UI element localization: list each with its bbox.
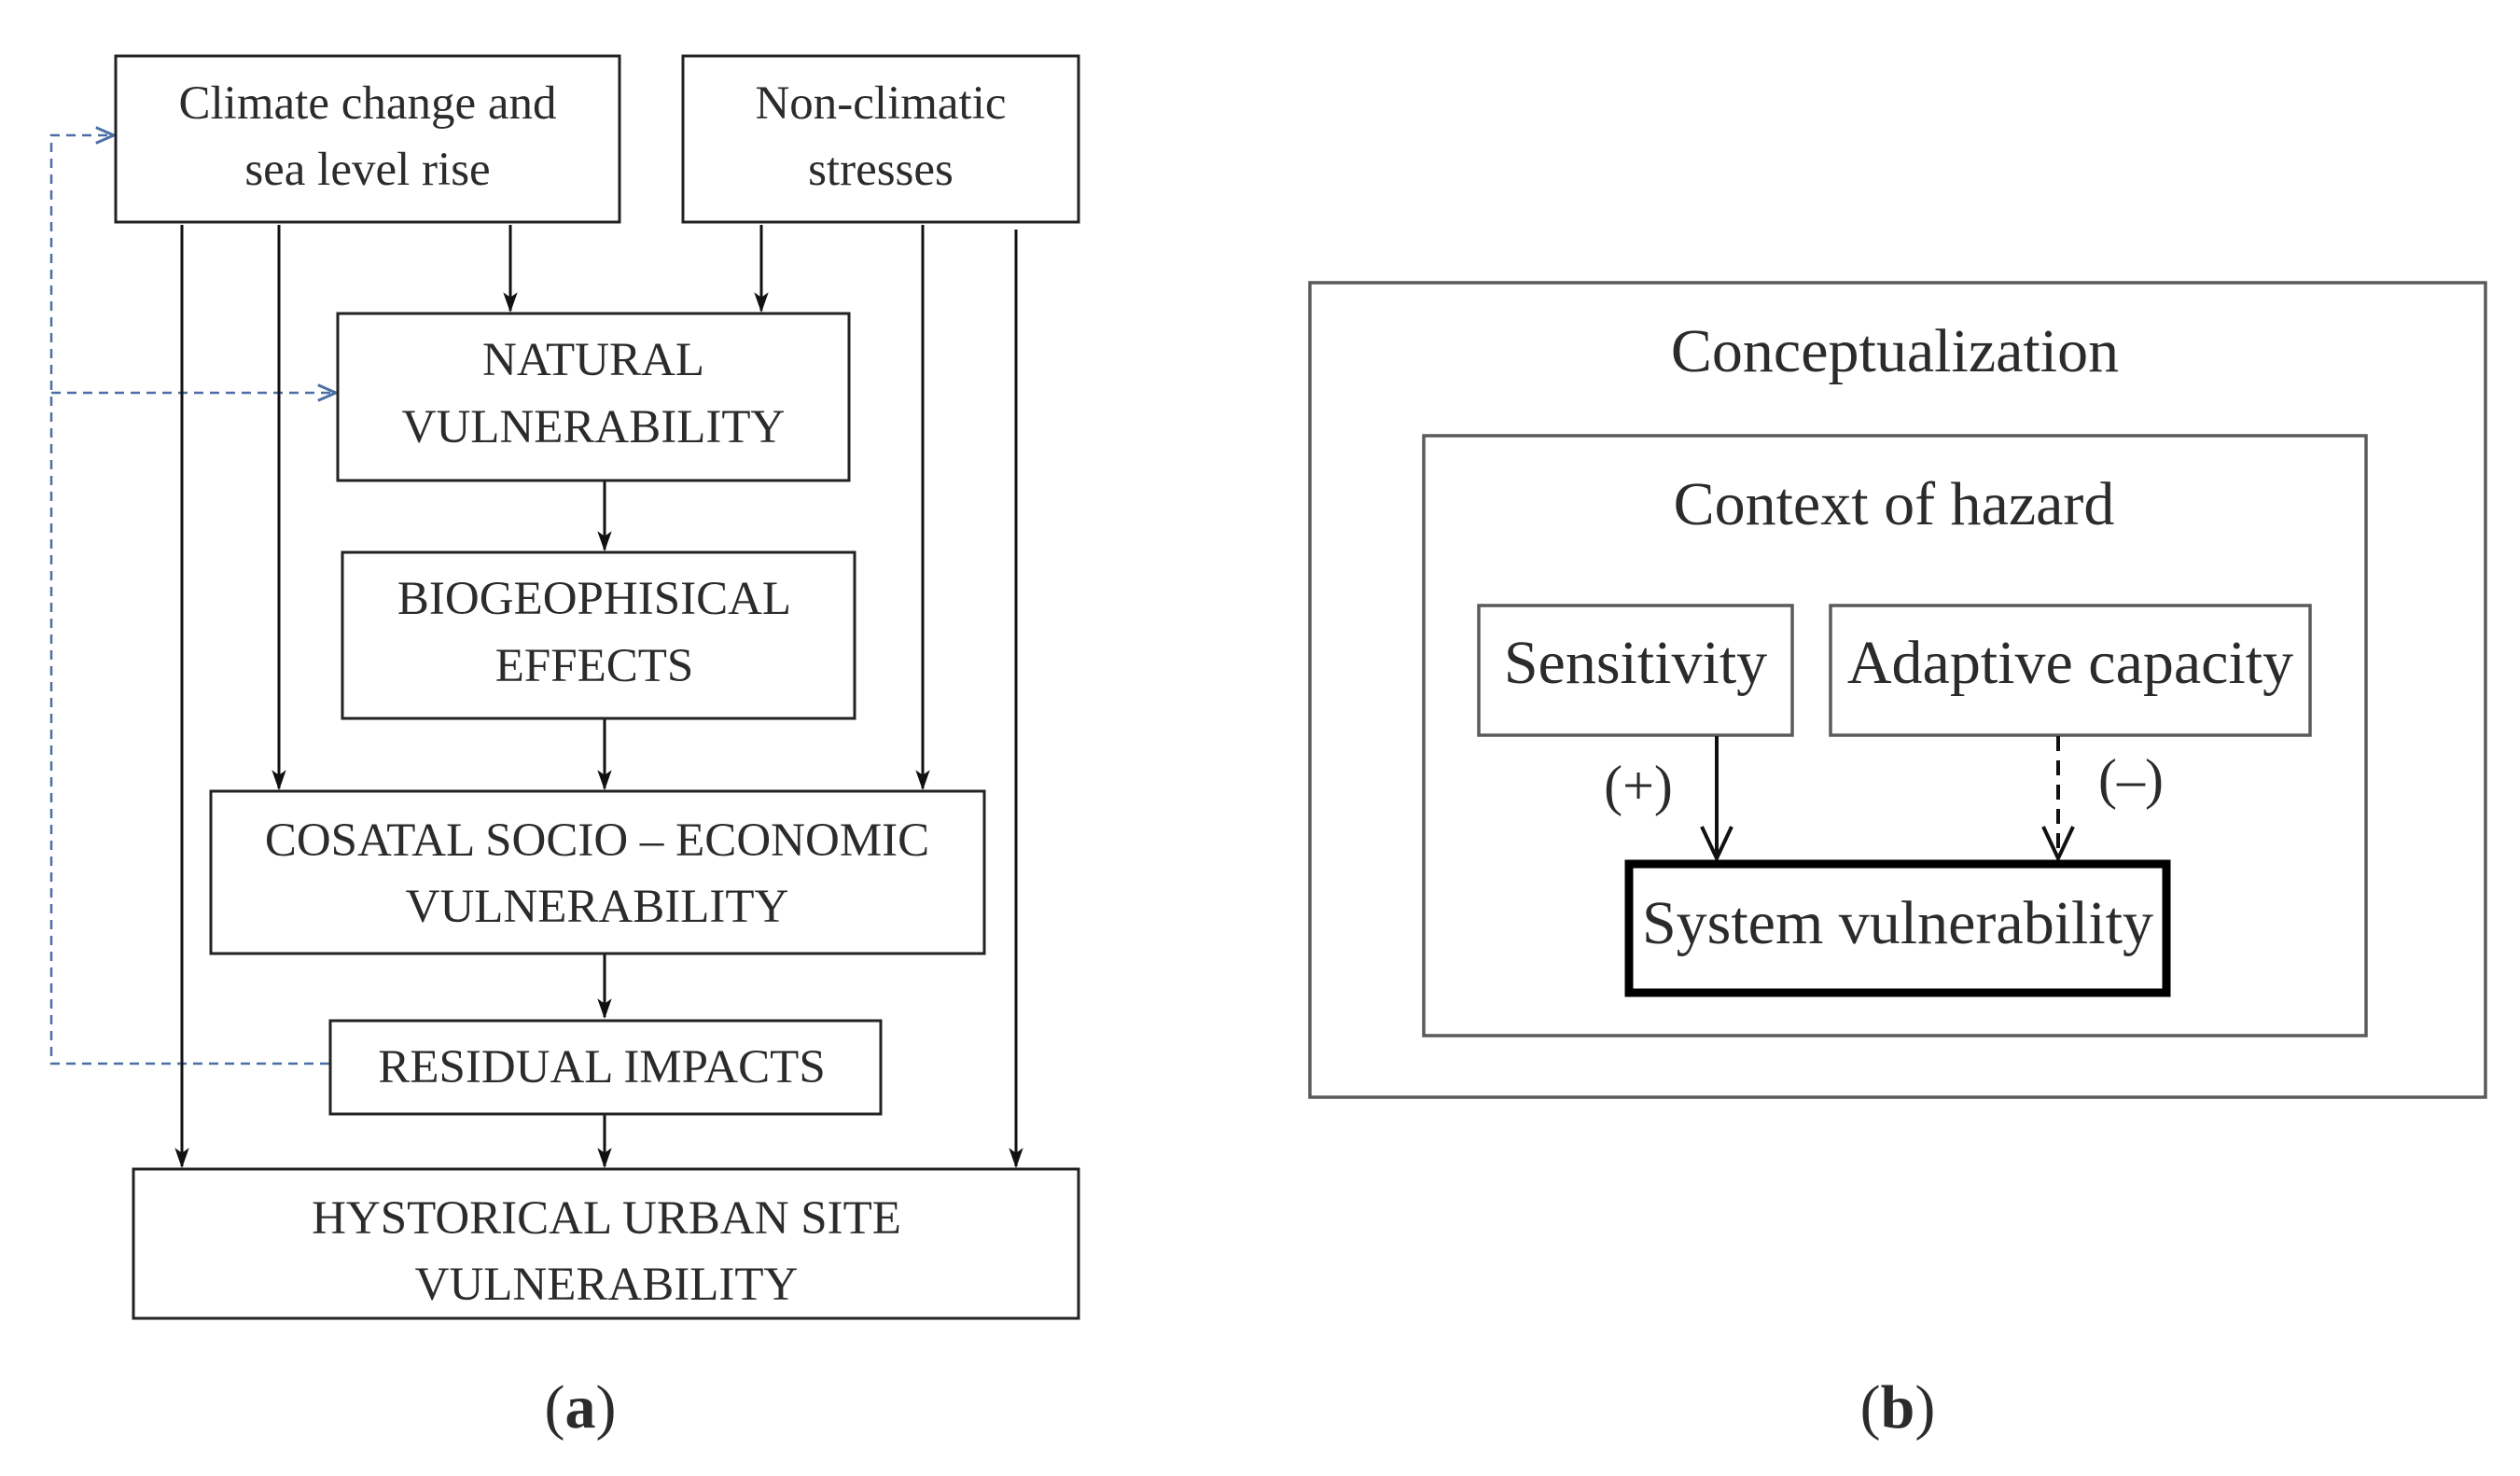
system-vulnerability-box: System vulnerability [1624,859,2171,997]
adaptive-capacity-box: Adaptive capacity [1829,604,2312,737]
coastal-box-line2: VULNERABILITY [406,881,789,933]
sensitivity-box: Sensitivity [1477,604,1794,737]
negative-effect-label: (–) [2098,748,2164,810]
historical-box-line1: HYSTORICAL URBAN SITE [312,1192,901,1245]
climate-box-line2: sea level rise [244,144,490,196]
conceptualization-title: Conceptualization [1671,317,2119,385]
residual-impacts-box: RESIDUAL IMPACTS [328,1019,883,1116]
coastal-box-line1: COSATAL SOCIO – ECONOMIC [265,815,929,867]
historical-box-line2: VULNERABILITY [415,1259,799,1311]
sensitivity-label: Sensitivity [1504,629,1767,697]
positive-effect-label: (+) [1604,755,1673,816]
climate-change-box: Climate change and sea level rise [114,54,621,224]
panel-b-caption: (b) [1860,1373,1936,1441]
panel-a-caption: (a) [545,1373,617,1441]
natural-vulnerability-box: NATURAL VULNERABILITY [336,312,851,482]
natural-box-line2: VULNERABILITY [402,401,786,453]
system-vulnerability-label: System vulnerability [1642,889,2153,957]
coastal-socio-economic-box: COSATAL SOCIO – ECONOMIC VULNERABILITY [209,789,986,955]
nonclimatic-stresses-box: Non-climatic stresses [681,54,1080,224]
biogeo-box-line2: EFFECTS [495,640,694,692]
nonclimatic-box-line2: stresses [808,144,954,196]
feedback-loop [49,135,336,1065]
context-of-hazard-title: Context of hazard [1674,470,2115,538]
biogeophysical-effects-box: BIOGEOPHISICAL EFFECTS [341,550,856,720]
residual-box-line1: RESIDUAL IMPACTS [378,1041,825,1093]
natural-box-line1: NATURAL [482,334,704,386]
panel-a-arrows [174,225,1023,1169]
historical-urban-site-box: HYSTORICAL URBAN SITE VULNERABILITY [132,1167,1080,1320]
nonclimatic-box-line1: Non-climatic [755,77,1006,130]
adaptive-capacity-label: Adaptive capacity [1847,629,2293,697]
biogeo-box-line1: BIOGEOPHISICAL [397,573,791,625]
climate-box-line1: Climate change and [178,77,556,130]
panel-b: Conceptualization Context of hazard Sens… [1308,281,2487,1441]
panel-a: Climate change and sea level rise Non-cl… [49,54,1080,1441]
